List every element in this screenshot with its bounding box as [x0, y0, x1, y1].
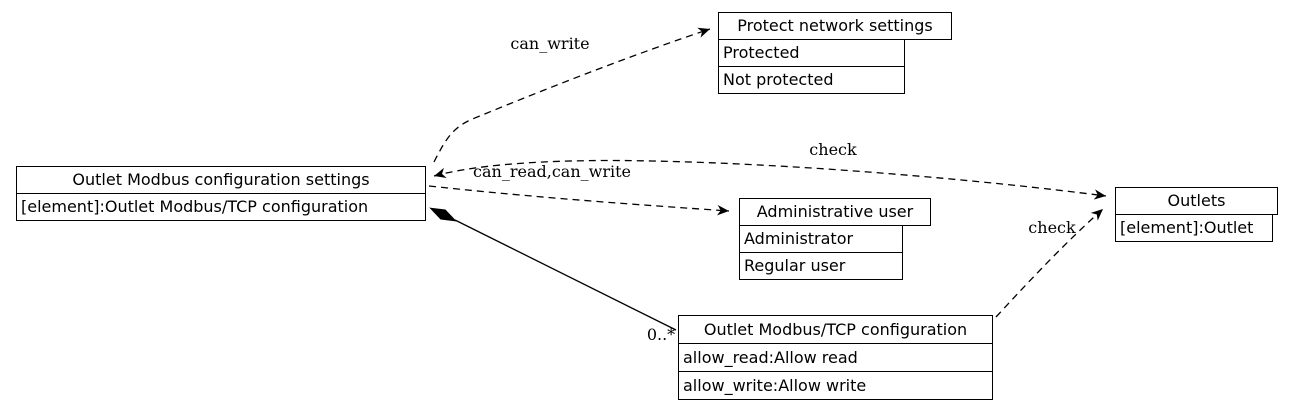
node-attribute: allow_read:Allow read [678, 343, 993, 372]
edge-check-config-outlets [995, 208, 1104, 318]
node-administrative-user: Administrative user Administrator Regula… [739, 198, 931, 280]
node-outlets: Outlets [element]:Outlet [1115, 187, 1278, 242]
edge-composition-line [454, 219, 677, 331]
edge-check-settings-outlets [433, 159, 1107, 200]
node-attribute: [element]:Outlet [1115, 214, 1273, 242]
node-title: Outlets [1115, 187, 1278, 215]
edge-label-multiplicity: 0..* [646, 325, 676, 344]
node-title: Administrative user [739, 198, 931, 226]
node-attribute: Regular user [739, 252, 903, 280]
node-title: Outlet Modbus configuration settings [16, 166, 426, 194]
node-outlet-modbus-tcp-configuration: Outlet Modbus/TCP configuration allow_re… [678, 315, 993, 400]
edge-label-can-write: can_write [510, 34, 590, 53]
node-outlet-modbus-config-settings: Outlet Modbus configuration settings [el… [16, 166, 426, 221]
edge-label-check-config: check [1028, 218, 1076, 237]
node-attribute: Administrator [739, 225, 903, 253]
edge-label-can-read-can-write: can_read,can_write [473, 162, 631, 181]
node-attribute: [element]:Outlet Modbus/TCP configuratio… [16, 193, 426, 221]
node-attribute: Protected [718, 39, 905, 67]
edge-label-check-settings: check [809, 140, 857, 159]
node-attribute: Not protected [718, 66, 905, 94]
node-protect-network-settings: Protect network settings Protected Not p… [718, 12, 952, 94]
edge-can-read-can-write [428, 185, 730, 216]
composition-diamond-icon [429, 207, 457, 222]
node-title: Protect network settings [718, 12, 952, 40]
edge-can-write [433, 27, 711, 163]
node-attribute: allow_write:Allow write [678, 371, 993, 400]
node-title: Outlet Modbus/TCP configuration [678, 315, 993, 344]
